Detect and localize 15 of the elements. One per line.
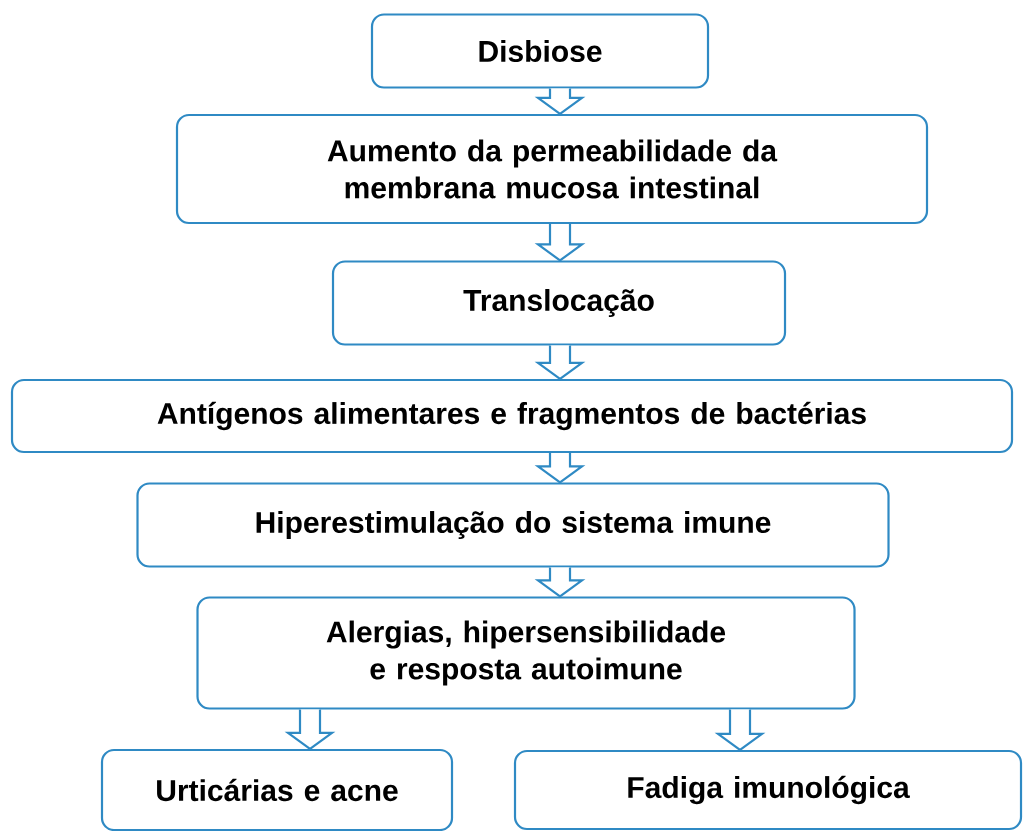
block-arrow — [714, 708, 766, 752]
process-box: Alergias, hipersensibilidade e resposta autoimune — [196, 596, 856, 710]
block-arrow — [284, 708, 336, 751]
block-arrow — [534, 344, 586, 381]
process-box: Hiperestimulação do sistema imune — [136, 482, 890, 568]
block-arrow — [534, 452, 586, 484]
process-box: Translocação — [331, 260, 787, 346]
process-box: Disbiose — [370, 13, 710, 89]
process-box: Aumento da permeabilidade da membrana mucosa intestinal — [175, 113, 929, 225]
process-box: Antígenos alimentares e fragmentos de bactérias — [10, 378, 1014, 454]
block-arrow — [534, 223, 586, 262]
block-arrow — [534, 566, 586, 598]
block-arrow — [534, 87, 586, 116]
process-box: Urticárias e acne — [100, 748, 454, 831]
process-box: Fadiga imunológica — [513, 749, 1023, 831]
